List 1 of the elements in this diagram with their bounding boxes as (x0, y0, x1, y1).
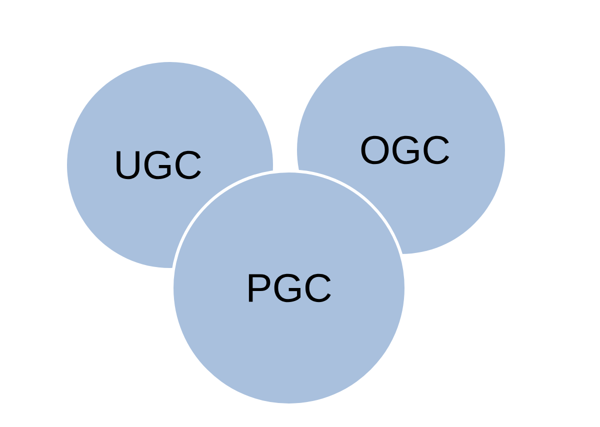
node-label: PGC (248, 274, 331, 302)
